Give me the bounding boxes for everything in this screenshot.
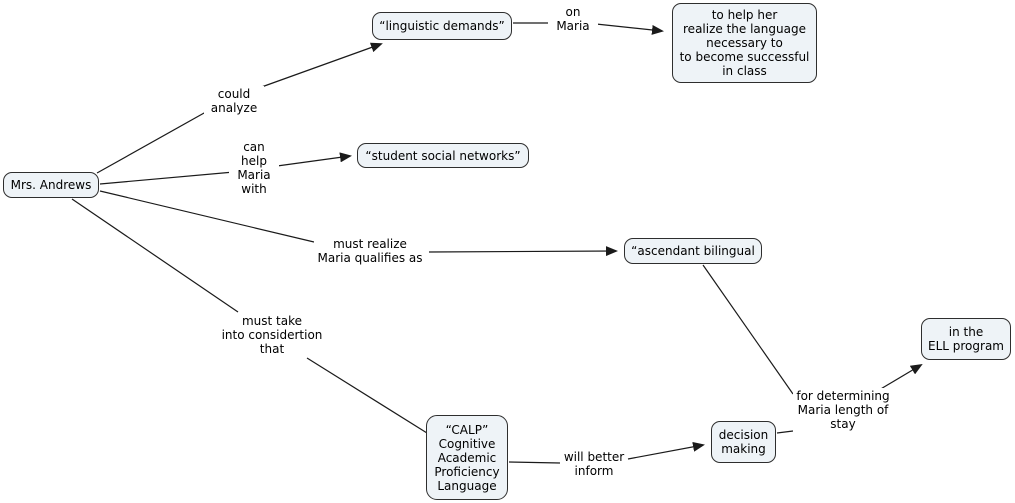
node-mrs-andrews[interactable]: Mrs. Andrews (3, 172, 99, 198)
edge-andrews-to-must-take (71, 198, 239, 313)
edge-label-could-analyze[interactable]: could analyze (204, 86, 264, 116)
edge-must-realize-to-ascendant (428, 246, 618, 257)
edge-must-take-to-calp (306, 357, 428, 434)
edge-label-on-maria[interactable]: on Maria (548, 4, 598, 34)
edge-could-analyze-to-linguistic (255, 42, 383, 90)
edge-decision-to-for-determining (776, 430, 794, 434)
node-calp[interactable]: “CALP” Cognitive Academic Proficiency La… (426, 415, 508, 500)
edge-label-must-take[interactable]: must take into considertion that (220, 313, 324, 357)
edge-calp-to-will-better (508, 461, 561, 464)
edge-andrews-to-must-realize (99, 190, 315, 243)
edge-will-better-to-decision (627, 441, 705, 460)
edge-label-must-realize[interactable]: must realize Maria qualifies as (314, 236, 426, 266)
edge-on-maria-to-help (595, 23, 664, 35)
node-decision-making[interactable]: decision making (711, 421, 776, 463)
edge-label-will-better[interactable]: will better inform (561, 449, 627, 479)
node-student-social-networks[interactable]: “student social networks” (357, 143, 529, 168)
node-ascendant-bilingual[interactable]: “ascendant bilingual (624, 238, 762, 264)
edge-andrews-to-could-analyze (96, 107, 214, 174)
edge-label-can-help[interactable]: can help Maria with (229, 139, 279, 197)
node-ell-program[interactable]: in the ELL program (921, 318, 1011, 360)
edge-ascendant-to-for-determining (702, 264, 794, 395)
edge-label-for-determining[interactable]: for determining Maria length of stay (793, 388, 893, 432)
edge-can-help-to-networks (276, 152, 352, 167)
node-linguistic-demands[interactable]: “linguistic demands” (372, 12, 512, 40)
edge-andrews-to-can-help (99, 171, 235, 185)
node-help-her-realize[interactable]: to help her realize the language necessa… (672, 3, 817, 83)
